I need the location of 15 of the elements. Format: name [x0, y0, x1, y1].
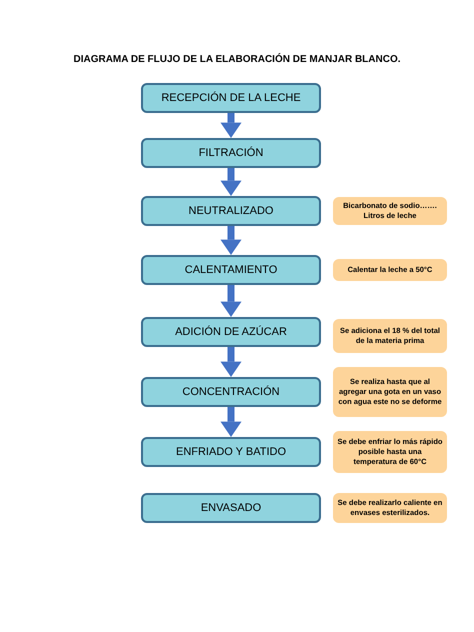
arrow	[220, 285, 242, 317]
arrow	[220, 347, 242, 377]
arrow	[220, 113, 242, 138]
arrow	[220, 168, 242, 196]
arrow	[220, 226, 242, 255]
arrow	[220, 407, 242, 437]
diagram-title: DIAGRAMA DE FLUJO DE LA ELABORACIÓN DE MANJAR BLANCO.	[72, 52, 402, 67]
process-box: ADICIÓN DE AZÚCAR	[141, 317, 321, 347]
process-box: RECEPCIÓN DE LA LECHE	[141, 83, 321, 113]
process-box: CONCENTRACIÓN	[141, 377, 321, 407]
process-box: ENFRIADO Y BATIDO	[141, 437, 321, 467]
process-box: NEUTRALIZADO	[141, 196, 321, 226]
process-box: CALENTAMIENTO	[141, 255, 321, 285]
process-box: ENVASADO	[141, 493, 321, 523]
process-box: FILTRACIÓN	[141, 138, 321, 168]
